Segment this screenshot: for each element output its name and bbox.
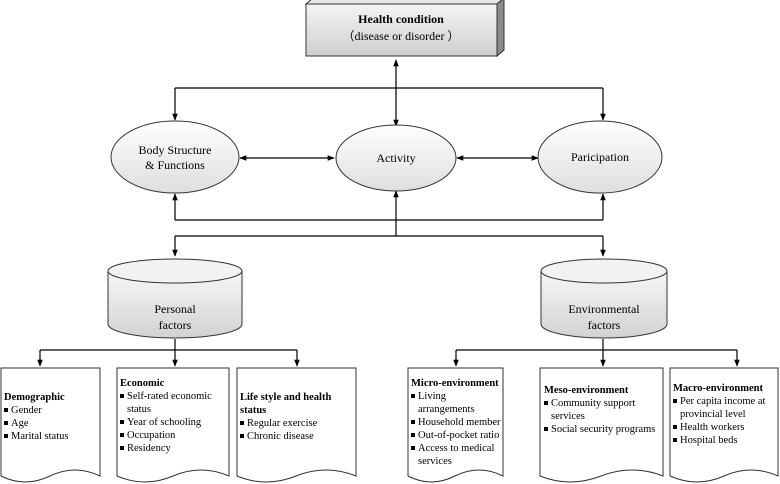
lifestyle-item: Regular exercise xyxy=(240,417,354,430)
activity-node: Activity xyxy=(335,124,457,192)
body-structure-node: Body Structure & Functions xyxy=(110,120,240,194)
micro-item: Access to medical services xyxy=(411,442,502,468)
meso-item: Social security programs xyxy=(544,423,661,436)
participation-label: Paricipation xyxy=(571,150,629,164)
micro-title: Micro-environment xyxy=(411,378,499,389)
economic-box-shape xyxy=(116,367,230,483)
macro-item: Hospital beds xyxy=(673,434,777,447)
personal-factors-label-1: Personal xyxy=(154,302,196,316)
meso-box-shape xyxy=(539,367,664,483)
body-structure-label-1: Body Structure xyxy=(139,143,212,157)
economic-item: Self-rated economic status xyxy=(120,390,227,416)
meso-title: Meso-environment xyxy=(544,385,629,396)
micro-item: Household member xyxy=(411,416,502,429)
economic-title: Economic xyxy=(120,378,165,389)
lifestyle-title: Life style and health status xyxy=(240,392,332,416)
demographic-item: Gender xyxy=(4,404,98,417)
macro-item: Per capita income at provincial level xyxy=(673,395,777,421)
document-shapes xyxy=(0,367,779,483)
activity-label: Activity xyxy=(376,151,415,165)
personal-factors-label-2: factors xyxy=(159,318,192,332)
lifestyle-item: Chronic disease xyxy=(240,430,354,443)
macro-title: Macro-environment xyxy=(673,383,764,394)
economic-item: Residency xyxy=(120,442,227,455)
participation-node: Paricipation xyxy=(537,120,663,194)
demographic-item: Age xyxy=(4,417,98,430)
micro-item: Living arrangements xyxy=(411,390,502,416)
demographic-item: Marital status xyxy=(4,430,98,443)
personal-factors-node: Personal factors xyxy=(107,258,243,339)
demographic-title: Demographic xyxy=(4,392,65,403)
micro-item: Out-of-pocket ratio xyxy=(411,429,502,442)
body-structure-label-2: & Functions xyxy=(145,158,205,172)
meso-box: Meso-environment Community support servi… xyxy=(544,384,661,436)
environmental-factors-label-2: factors xyxy=(588,318,621,332)
environmental-factors-node: Environmental factors xyxy=(540,258,668,339)
macro-box-shape xyxy=(669,367,779,483)
lifestyle-box: Life style and health status Regular exe… xyxy=(240,391,354,443)
micro-box: Micro-environment Living arrangements Ho… xyxy=(411,377,502,468)
demographic-box: Demographic Gender Age Marital status xyxy=(4,391,98,443)
health-condition-box: Health condition （disease or disorder ） xyxy=(304,0,505,58)
health-condition-title: Health condition xyxy=(358,12,444,26)
lifestyle-box-shape xyxy=(236,367,357,483)
connectors xyxy=(37,59,740,367)
economic-item: Occupation xyxy=(120,429,227,442)
micro-box-shape xyxy=(407,367,504,483)
health-condition-subtitle: （disease or disorder ） xyxy=(343,29,460,43)
economic-box: Economic Self-rated economic status Year… xyxy=(120,377,227,455)
environmental-factors-label-1: Environmental xyxy=(568,302,640,316)
meso-item: Community support services xyxy=(544,397,661,423)
economic-item: Year of schooling xyxy=(120,416,227,429)
macro-box: Macro-environment Per capita income at p… xyxy=(673,382,777,447)
macro-item: Health workers xyxy=(673,421,777,434)
demographic-box-shape xyxy=(0,367,101,483)
